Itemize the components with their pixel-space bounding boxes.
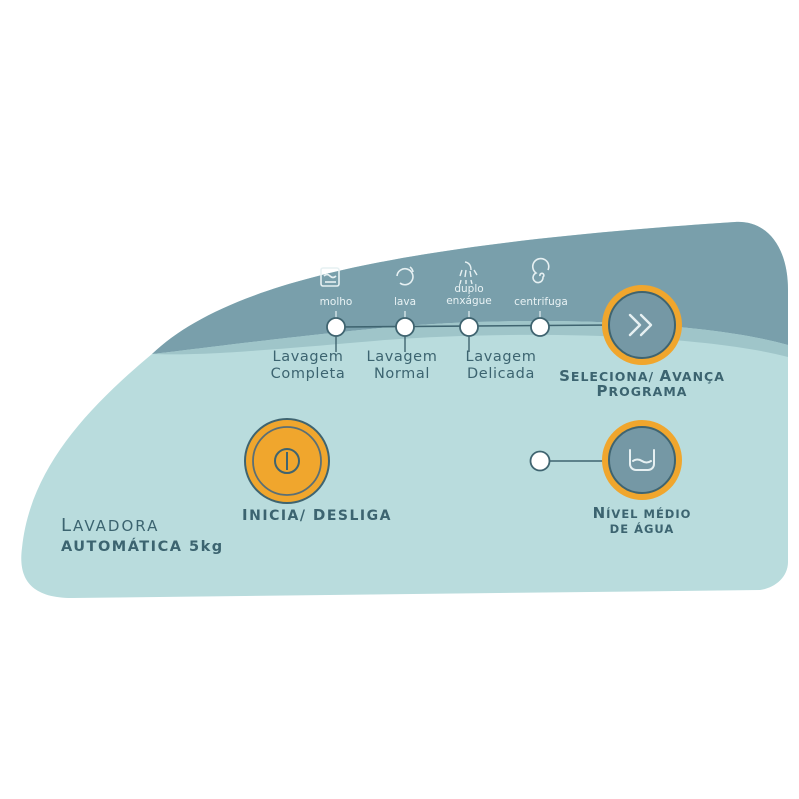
led-water-level (529, 450, 551, 472)
brand-line-1: LAVADORA (61, 515, 160, 536)
spin-spiral-icon (531, 257, 550, 284)
water-level-icon (629, 449, 655, 471)
brand-line-2: AUTOMÁTICA 5kg (61, 539, 224, 555)
water-level-label: NÍVEL MÉDIO DE ÁGUA (592, 504, 692, 537)
stage-label-centrifuga: centrifuga (514, 296, 568, 308)
water-level-button[interactable] (602, 420, 682, 500)
power-icon (274, 448, 300, 474)
soak-icon (320, 267, 340, 287)
double-chevron-right-icon (628, 313, 653, 337)
power-button[interactable] (244, 418, 330, 504)
stage-label-molho: molho (319, 296, 353, 308)
stage-label-lava: lava (394, 296, 416, 308)
wash-cycle-icon (396, 266, 414, 286)
led-lavagem-completa (326, 317, 346, 337)
program-advance-button[interactable] (602, 285, 682, 365)
led-centrifuga (530, 317, 550, 337)
power-label: INICIA/ DESLIGA (242, 506, 392, 524)
stage-label-duplo-enxague: duplo enxágue (446, 283, 492, 307)
rinse-shower-icon (459, 261, 478, 285)
led-lavagem-normal (395, 317, 415, 337)
led-lavagem-delicada (459, 317, 479, 337)
program-advance-label: SELECIONA/ AVANÇA PROGRAMA (559, 367, 725, 400)
